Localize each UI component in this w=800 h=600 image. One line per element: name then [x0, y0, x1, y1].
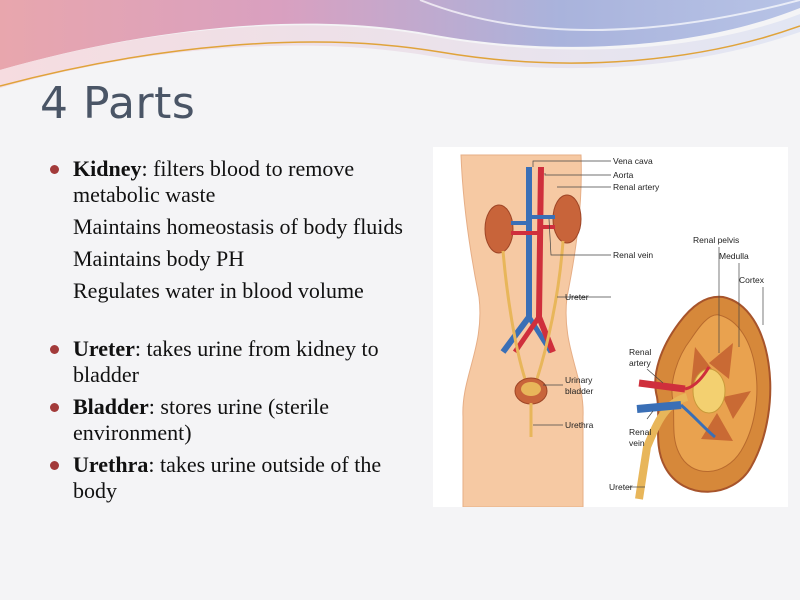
- header-swoosh: [0, 0, 800, 88]
- right-kidney: [552, 194, 582, 244]
- label-detail-renal-artery: artery: [629, 358, 651, 368]
- left-kidney: [484, 204, 514, 254]
- label-urinary: Urinary: [565, 375, 593, 385]
- term-kidney: Kidney: [73, 156, 142, 181]
- ureter-line: [501, 250, 527, 380]
- urethra-description: : takes urine outside of the body: [73, 452, 382, 503]
- label-detail-ureter: Ureter: [609, 482, 633, 492]
- bullet-urethra: Urethra: takes urine outside of the body: [48, 452, 428, 504]
- label-ureter: Ureter: [565, 292, 589, 302]
- kidney-sub-item: Maintains body PH: [73, 246, 245, 271]
- kidney-sub-item: Regulates water in blood volume: [73, 278, 364, 303]
- ureter-description: : takes urine from kidney to bladder: [73, 336, 379, 387]
- label-vena-cava: Vena cava: [613, 156, 653, 166]
- bullet-kidney: Kidney: filters blood to remove metaboli…: [48, 156, 428, 208]
- urinary-system-figure: Vena cava Aorta Renal artery Renal vein …: [433, 147, 788, 508]
- label-detail-renal-vein: Renal: [629, 427, 651, 437]
- bullet-list: Kidney: filters blood to remove metaboli…: [48, 156, 428, 504]
- bladder-description: : stores urine (sterile environment): [73, 394, 330, 445]
- label-urethra: Urethra: [565, 420, 594, 430]
- label-bladder: bladder: [565, 386, 594, 396]
- label-detail-renal-artery: Renal: [629, 347, 651, 357]
- label-renal-pelvis: Renal pelvis: [693, 235, 739, 245]
- kidney-sub-item: Maintains homeostasis of body fluids: [73, 214, 403, 239]
- term-ureter: Ureter: [73, 336, 135, 361]
- label-detail-renal-vein: vein: [629, 438, 645, 448]
- label-aorta: Aorta: [613, 170, 634, 180]
- label-renal-artery: Renal artery: [613, 182, 660, 192]
- page-title: 4 Parts: [40, 78, 196, 129]
- label-renal-vein: Renal vein: [613, 250, 653, 260]
- kidney-cross-section: [635, 295, 772, 500]
- kidney-description: : filters blood to remove metabolic wast…: [73, 156, 355, 207]
- term-bladder: Bladder: [73, 394, 149, 419]
- bullet-bladder: Bladder: stores urine (sterile environme…: [48, 394, 428, 446]
- label-cortex: Cortex: [739, 275, 765, 285]
- term-urethra: Urethra: [73, 452, 149, 477]
- bullet-ureter: Ureter: takes urine from kidney to bladd…: [48, 336, 428, 388]
- label-medulla: Medulla: [719, 251, 749, 261]
